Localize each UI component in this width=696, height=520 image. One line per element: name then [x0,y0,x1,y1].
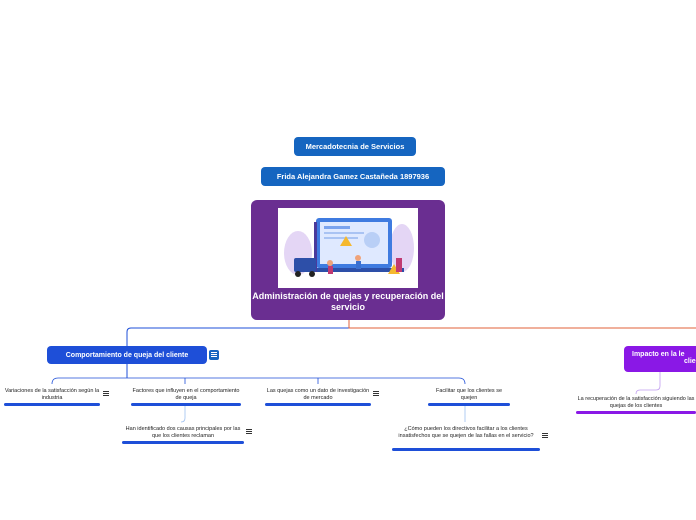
complaint-factors-text: Factores que influyen en el comportamien… [132,388,240,401]
market-research-notes-icon[interactable] [373,391,379,396]
complaint-factors-node[interactable]: Factores que influyen en el comportamien… [131,388,241,402]
author-name-badge[interactable]: Frida Alejandra Gamez Castañeda 1897936 [261,167,445,186]
complaint-behavior-notes-icon[interactable] [209,350,219,360]
industry-satisfaction-text: Variaciones de la satisfacción según la … [4,388,100,401]
complaint-factors-underline [131,403,241,406]
customer-complaint-illustration-icon [278,208,418,288]
market-research-node[interactable]: Las quejas como un dato de investigación… [265,388,371,402]
central-topic-node[interactable]: Administración de quejas y recuperación … [251,200,445,320]
main-causes-text: Han identificado dos causas principales … [125,426,241,439]
course-title-text: Mercadotecnia de Servicios [305,142,405,151]
facilitate-complaints-text: Facilitar que los clientes se quejen [435,388,503,401]
author-name-text: Frida Alejandra Gamez Castañeda 1897936 [276,172,430,181]
industry-satisfaction-notes-icon[interactable] [103,391,109,396]
facilitate-complaints-node[interactable]: Facilitar que los clientes se quejen [428,388,510,402]
main-causes-notes-icon[interactable] [246,429,252,434]
market-research-text: Las quejas como un dato de investigación… [266,388,370,401]
facilitate-complaints-underline [428,403,510,406]
complaint-behavior-branch[interactable]: Comportamiento de queja del cliente [47,346,207,364]
managers-question-notes-icon[interactable] [542,433,548,438]
loyalty-impact-label-line1: Impacto en la le [632,351,685,358]
main-causes-underline [122,441,244,444]
satisfaction-recovery-text: La recuperación de la satisfacción sigui… [577,396,695,409]
main-causes-node[interactable]: Han identificado dos causas principales … [122,426,244,440]
managers-question-underline [392,448,540,451]
market-research-underline [265,403,371,406]
loyalty-impact-branch[interactable]: Impacto en la le clien [624,346,696,372]
satisfaction-recovery-node[interactable]: La recuperación de la satisfacción sigui… [576,396,696,410]
satisfaction-recovery-underline [576,411,696,414]
central-topic-title: Administración de quejas y recuperación … [252,291,444,312]
managers-question-text: ¿Cómo pueden los directivos facilitar a … [398,426,534,439]
industry-satisfaction-underline [4,403,100,406]
industry-satisfaction-node[interactable]: Variaciones de la satisfacción según la … [4,388,100,402]
complaint-behavior-label: Comportamiento de queja del cliente [65,351,189,359]
managers-question-node[interactable]: ¿Cómo pueden los directivos facilitar a … [392,426,540,440]
course-title-badge[interactable]: Mercadotecnia de Servicios [294,137,416,156]
loyalty-impact-label-line2: clien [684,358,696,365]
